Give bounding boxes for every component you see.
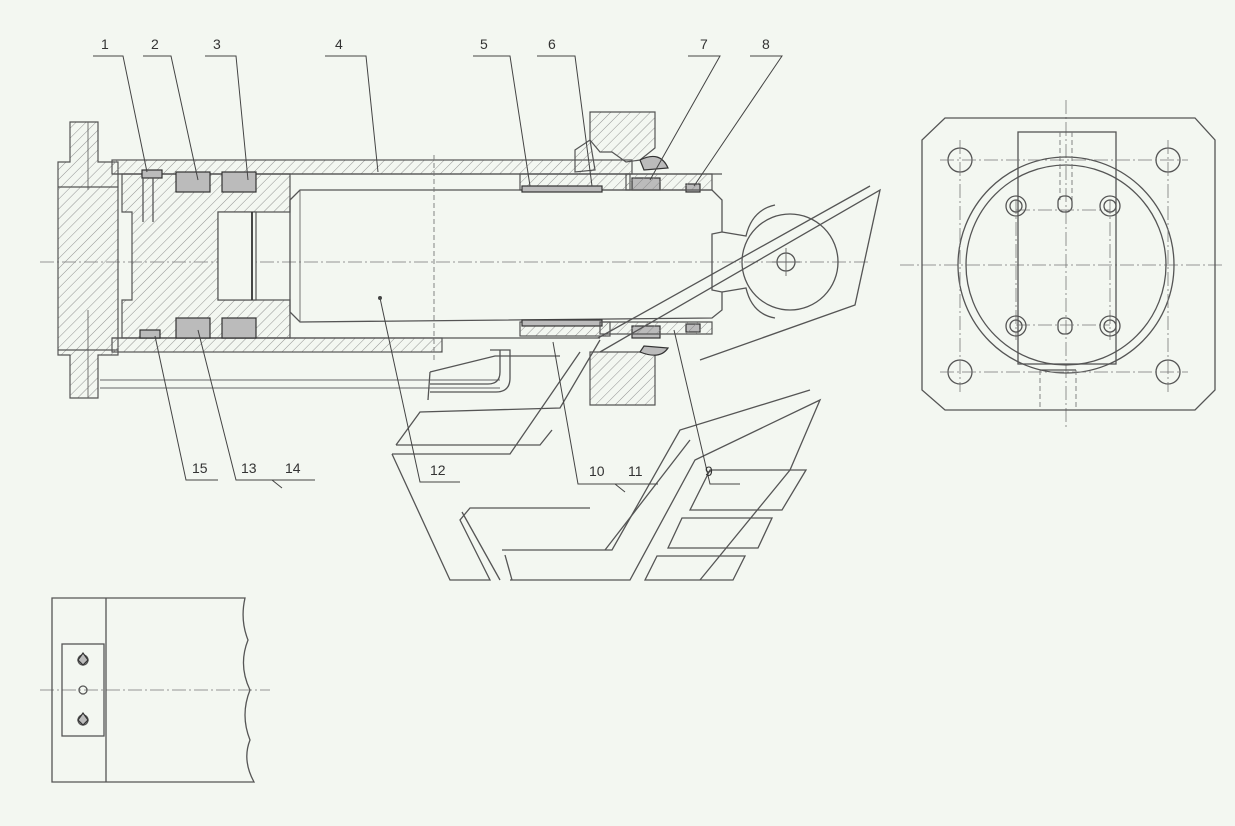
part-label-8: 8: [762, 36, 770, 52]
part-label-4: 4: [335, 36, 343, 52]
section-view: [40, 111, 881, 581]
part-label-2: 2: [151, 36, 159, 52]
part-label-12: 12: [430, 462, 446, 478]
leader-lines: [93, 55, 783, 493]
part-label-1: 1: [101, 36, 109, 52]
end-view: [900, 100, 1225, 430]
part-label-7: 7: [700, 36, 708, 52]
part-label-13: 13: [241, 460, 257, 476]
part-label-10: 10: [589, 463, 605, 479]
partial-view: [40, 597, 270, 783]
part-label-5: 5: [480, 36, 488, 52]
part-label-9: 9: [705, 463, 713, 479]
part-label-6: 6: [548, 36, 556, 52]
part-labels: 1 2 3 4 5 6 7 8 15 13 14 12 10 11 9: [101, 36, 770, 479]
part-label-11: 11: [628, 463, 643, 479]
part-label-15: 15: [192, 460, 208, 476]
part-label-3: 3: [213, 36, 221, 52]
part-label-14: 14: [285, 460, 301, 476]
